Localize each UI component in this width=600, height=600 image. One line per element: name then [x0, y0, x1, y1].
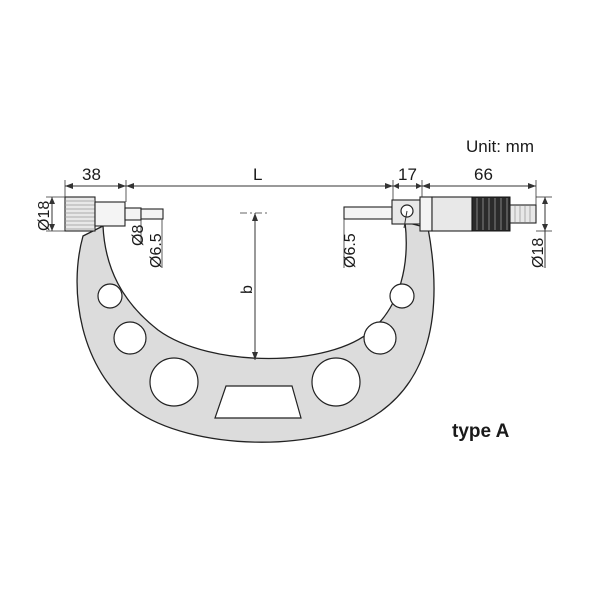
anvil-rod-large	[124, 207, 142, 221]
depth-dimension-b: b	[239, 212, 270, 360]
ratchet	[509, 204, 537, 224]
anvil-assembly	[64, 196, 164, 232]
thimble	[471, 196, 511, 232]
frame-hole-left-small	[97, 283, 123, 309]
dim-anvil-dia-65-label: Ø6.5	[148, 233, 165, 268]
frame-hole-right-mid	[363, 321, 397, 355]
anvil-rod-small	[140, 208, 164, 220]
top-dimension-chain: 38 L 17 66	[64, 165, 537, 205]
dim-thimble-dia-label: Ø18	[530, 238, 547, 268]
anvil-body	[94, 201, 126, 227]
dim-38-label: 38	[82, 165, 101, 184]
dim-anvil-dia-8-label: Ø8	[130, 225, 147, 246]
anvil-head-diameter-dim: Ø18	[36, 196, 65, 232]
anvil-dia-8-dim: Ø8	[130, 220, 147, 246]
frame-hole-right-small	[389, 283, 415, 309]
dim-b-label: b	[239, 285, 256, 294]
dim-l-label: L	[253, 165, 262, 184]
dim-66-label: 66	[474, 165, 493, 184]
spindle-rod	[343, 206, 393, 220]
dim-spindle-dia-65-label: Ø6.5	[342, 233, 359, 268]
thimble-knurl-lines	[476, 198, 508, 230]
frame-hole-left-mid	[113, 321, 147, 355]
spindle-dia-65-dim: Ø6.5	[342, 219, 359, 268]
ratchet-knurl-lines	[514, 206, 531, 222]
sleeve-scale	[431, 196, 473, 232]
dim-17-label: 17	[398, 165, 417, 184]
type-label: type A	[452, 421, 510, 442]
frame-nameplate	[214, 385, 302, 419]
micrometer-frame	[76, 221, 435, 443]
anvil-head	[64, 196, 96, 232]
frame-hole-left-large	[149, 357, 199, 407]
spindle-assembly	[343, 196, 537, 232]
thimble-diameter-dim: Ø18	[530, 196, 552, 268]
anvil-knurl-lines	[65, 200, 95, 230]
dim-anvil-head-dia-label: Ø18	[36, 201, 53, 231]
anvil-dia-65-dim: Ø6.5	[148, 219, 165, 268]
unit-label: Unit: mm	[466, 137, 534, 156]
frame-hole-right-large	[311, 357, 361, 407]
sleeve	[419, 196, 433, 232]
